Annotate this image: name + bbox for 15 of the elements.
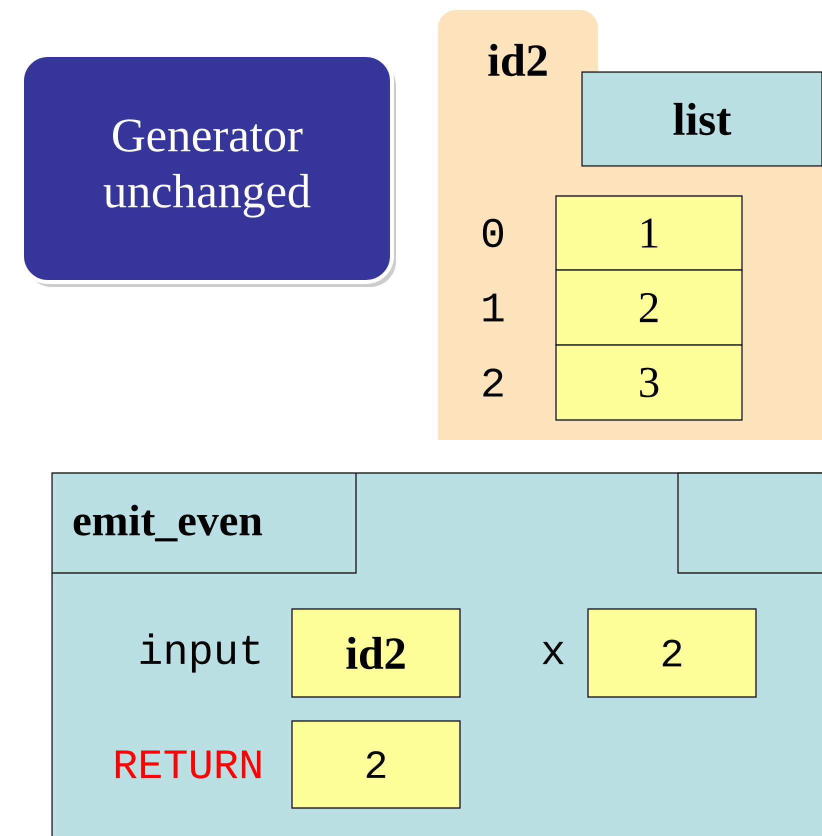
variable-label: RETURN	[116, 750, 260, 779]
value-cell: 1	[555, 195, 743, 271]
type-label-box: list	[581, 71, 822, 167]
variable-label: 2	[483, 368, 503, 397]
value-cell: 2	[291, 720, 461, 809]
value-cell: 3	[555, 344, 743, 421]
variable-label: input	[140, 633, 260, 673]
value-cell: id2	[291, 608, 461, 698]
callout-box: Generator unchanged	[20, 53, 396, 287]
variable-label: x	[542, 642, 564, 664]
empty-box	[677, 472, 822, 574]
variable-label: 0	[482, 218, 503, 248]
value-cell: 2	[587, 608, 757, 698]
value-cell: 2	[555, 269, 743, 346]
variable-label: 1	[483, 294, 504, 322]
